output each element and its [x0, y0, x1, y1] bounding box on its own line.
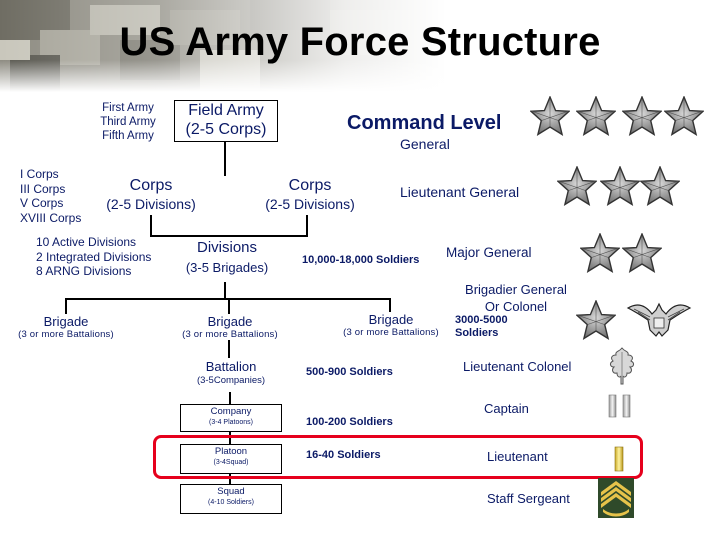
division-unit: 10 Active Divisions — [36, 235, 137, 249]
star-icon — [664, 96, 704, 136]
star-icon — [580, 233, 620, 273]
brigade-right-detail: (3 or more Battalions) — [343, 327, 439, 338]
company-name: Company — [210, 406, 252, 417]
corps-unit: I Corps — [20, 167, 59, 181]
rank-major-general: Major General — [446, 245, 532, 260]
star-icon — [600, 166, 640, 206]
field-army-units: First Army Third Army Fifth Army — [78, 101, 178, 143]
brigade-box-left: Brigade (3 or more Battalions) — [8, 314, 124, 340]
star-icon — [576, 96, 616, 136]
star-icon — [557, 166, 597, 206]
company-detail: (3-4 Platoons) — [209, 419, 253, 426]
squad-detail: (4-10 Soldiers) — [208, 499, 254, 506]
field-army-box: Field Army (2-5 Corps) — [174, 100, 278, 142]
division-soldiers: 10,000-18,000 Soldiers — [302, 254, 420, 266]
divisions-name: Divisions — [196, 239, 257, 256]
single-bar-icon — [614, 446, 624, 472]
battalion-detail: (3-5Companies) — [196, 375, 266, 386]
field-army-unit: Fifth Army — [102, 130, 154, 142]
field-army-unit: First Army — [102, 102, 154, 114]
rank-brigadier-general: Brigadier General — [465, 282, 567, 297]
brigade-soldiers: 3000-5000 Soldiers — [455, 314, 508, 340]
star-icon — [622, 233, 662, 273]
squad-box: Squad (4-10 Soldiers) — [180, 484, 282, 514]
corps-box-right: Corps (2-5 Divisions) — [253, 176, 367, 215]
rank-lieutenant-general: Lieutenant General — [400, 184, 520, 200]
rank-lieutenant-colonel: Lieutenant Colonel — [463, 359, 572, 374]
squad-name: Squad — [217, 486, 245, 497]
double-bar-icon — [608, 394, 631, 418]
oak-leaf-icon — [610, 347, 634, 385]
corps-units: I Corps III Corps V Corps XVIII Corps — [20, 167, 81, 225]
company-soldiers: 100-200 Soldiers — [306, 416, 393, 428]
staff-sergeant-chevron-icon — [598, 478, 634, 518]
star-icon — [622, 96, 662, 136]
rank-staff-sergeant: Staff Sergeant — [487, 491, 570, 506]
page-title: US Army Force Structure — [119, 20, 601, 64]
battalion-soldiers: 500-900 Soldiers — [306, 366, 393, 378]
star-icon — [576, 300, 616, 340]
rank-or-colonel: Or Colonel — [484, 299, 548, 314]
field-army-unit: Third Army — [100, 116, 156, 128]
platoon-soldiers: 16-40 Soldiers — [306, 449, 381, 461]
eagle-insignia-icon — [626, 302, 692, 337]
corps-unit: V Corps — [20, 196, 64, 210]
rank-general: General — [400, 136, 450, 152]
brigade-box-middle: Brigade (3 or more Battalions) — [172, 314, 288, 340]
corps-unit: III Corps — [20, 181, 66, 196]
platoon-box: Platoon (3-4Squad) — [180, 444, 282, 474]
battalion-box: Battalion (3-5Companies) — [177, 358, 285, 392]
corps-right-detail: (2-5 Divisions) — [265, 196, 355, 212]
brigade-right-name: Brigade — [368, 312, 414, 327]
field-army-detail: (2-5 Corps) — [185, 121, 267, 138]
corps-left-detail: (2-5 Divisions) — [106, 196, 196, 212]
rank-brigadier-general-block: Brigadier General Or Colonel — [456, 281, 576, 315]
division-unit: 8 ARNG Divisions — [36, 264, 132, 278]
camo-fade-bottom — [0, 60, 720, 92]
divisions-box: Divisions (3-5 Brigades) — [173, 237, 281, 282]
brigade-mid-name: Brigade — [207, 314, 253, 329]
brigade-soldiers-unit: Soldiers — [455, 327, 499, 339]
corps-box-left: Corps (2-5 Divisions) — [96, 176, 206, 215]
division-units: 10 Active Divisions 2 Integrated Divisio… — [36, 235, 151, 279]
field-army-name: Field Army — [188, 102, 264, 119]
corps-right-name: Corps — [288, 177, 332, 194]
brigade-soldiers-range: 3000-5000 — [455, 314, 508, 326]
brigade-left-detail: (3 or more Battalions) — [18, 329, 114, 340]
brigade-left-name: Brigade — [43, 314, 89, 329]
command-level-label: Command Level — [347, 112, 502, 134]
star-icon — [640, 166, 680, 206]
company-box: Company (3-4 Platoons) — [180, 404, 282, 432]
platoon-detail: (3-4Squad) — [213, 459, 249, 466]
platoon-name: Platoon — [214, 446, 248, 457]
divisions-detail: (3-5 Brigades) — [185, 260, 269, 275]
corps-left-name: Corps — [129, 177, 173, 194]
brigade-box-right: Brigade (3 or more Battalions) — [333, 312, 449, 338]
brigade-mid-detail: (3 or more Battalions) — [182, 329, 278, 340]
battalion-name: Battalion — [205, 359, 257, 374]
rank-lieutenant: Lieutenant — [487, 449, 548, 464]
platoon-highlight-frame — [153, 435, 643, 479]
division-unit: 2 Integrated Divisions — [36, 249, 152, 264]
rank-captain: Captain — [484, 401, 529, 416]
star-icon — [530, 96, 570, 136]
corps-unit: XVIII Corps — [20, 210, 82, 225]
